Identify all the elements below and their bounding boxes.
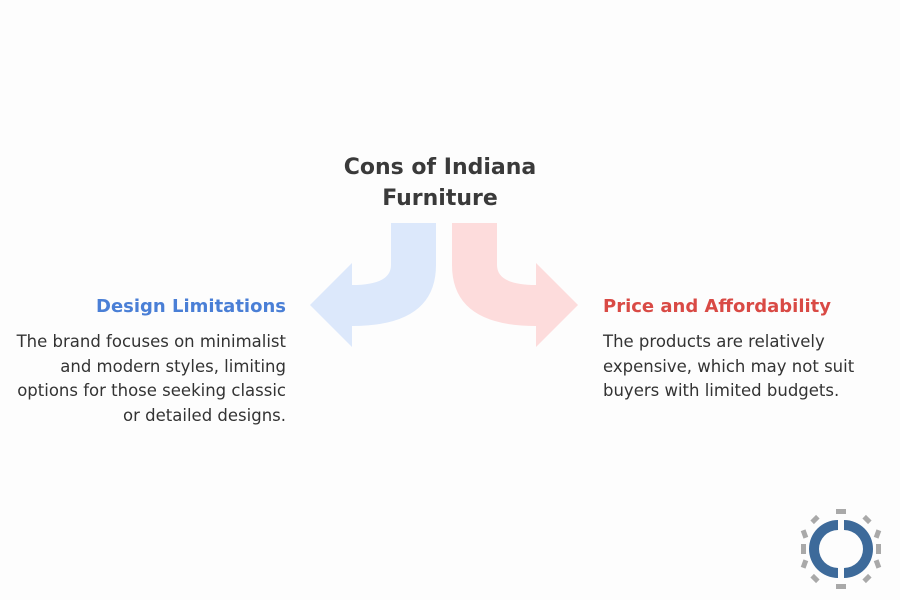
left-description: The brand focuses on minimalist and mode… — [16, 332, 286, 425]
right-branch: Price and Affordability The products are… — [603, 294, 883, 404]
branch-arrows — [310, 223, 578, 347]
left-heading: Design Limitations — [96, 296, 286, 317]
curved-arrow-left-icon — [310, 223, 436, 347]
right-description: The products are relatively expensive, w… — [603, 332, 855, 400]
right-heading: Price and Affordability — [603, 296, 832, 317]
diagram-title: Cons of Indiana Furniture — [343, 155, 537, 211]
curved-arrow-right-icon — [452, 223, 578, 347]
left-branch: Design Limitations The brand focuses on … — [0, 294, 286, 428]
brand-logo-icon — [800, 509, 882, 589]
